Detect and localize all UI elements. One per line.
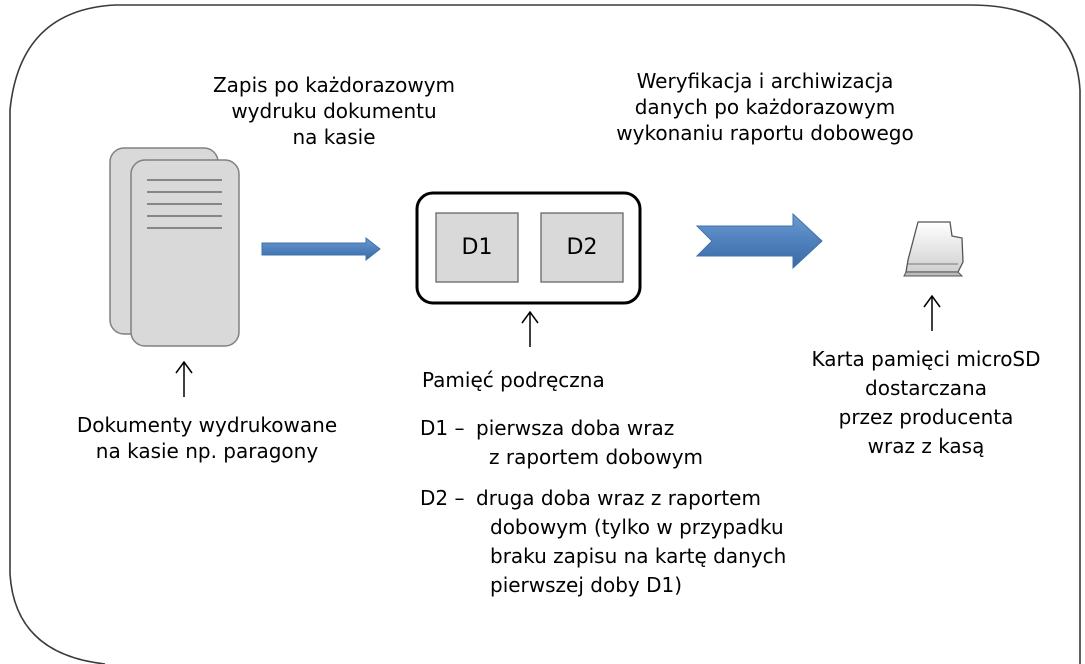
save-description-line: Zapis po każdorazowym — [212, 73, 456, 97]
definition-line: z raportem dobowym — [489, 445, 704, 469]
definition-key: D2 – — [420, 486, 465, 510]
definition-key: D1 – — [420, 416, 465, 440]
definition-line: druga doba wraz z raportem — [476, 486, 761, 510]
card-caption: Karta pamięci microSD dostarczana przez … — [811, 345, 1040, 461]
archive-description-line: Weryfikacja i archiwizacja — [636, 69, 894, 93]
save-description-line: na kasie — [292, 125, 376, 149]
card-caption-line: dostarczana — [865, 376, 987, 400]
definition-line: pierwsza doba wraz — [476, 416, 675, 440]
save-description: Zapis po każdorazowym wydruku dokumentu … — [213, 72, 455, 150]
archive-description-line: danych po każdorazowym — [634, 95, 896, 119]
pointer-arrow-cache — [521, 310, 539, 347]
cache-cell-d1-label: D1 — [461, 235, 493, 260]
archive-description: Weryfikacja i archiwizacja danych po każ… — [616, 68, 913, 146]
cache-caption: Pamięć podręczna — [422, 368, 605, 392]
save-description-line: wydruku dokumentu — [231, 99, 437, 123]
documents-caption: Dokumenty wydrukowane na kasie np. parag… — [77, 412, 337, 464]
definition-text: pierwsza doba wraz z raportem dobowym — [476, 414, 703, 472]
pointer-arrow-card — [923, 294, 941, 331]
card-caption-line: Karta pamięci microSD — [811, 347, 1041, 371]
outer-frame — [9, 4, 1081, 664]
definition-line: pierwszej doby D1) — [490, 573, 683, 597]
documents-caption-line: na kasie np. paragony — [95, 439, 319, 463]
documents-caption-line: Dokumenty wydrukowane — [76, 413, 338, 437]
card-caption-line: wraz z kasą — [867, 434, 985, 458]
microsd-card-icon — [903, 221, 964, 277]
document-stack-icon — [109, 147, 240, 347]
arrow-to-cache — [261, 236, 381, 262]
archive-description-line: wykonaniu raportu dobowego — [616, 121, 914, 145]
definition-text: druga doba wraz z raportem dobowym (tylk… — [476, 484, 786, 600]
arrow-to-card — [695, 212, 823, 270]
cache-cell-d2-label: D2 — [566, 235, 598, 260]
definition-line: braku zapisu na kartę danych — [490, 544, 787, 568]
definition-line: dobowym (tylko w przypadku — [490, 515, 784, 539]
pointer-arrow-documents — [175, 360, 193, 397]
cache-box — [415, 191, 642, 305]
card-caption-line: przez producenta — [838, 405, 1014, 429]
